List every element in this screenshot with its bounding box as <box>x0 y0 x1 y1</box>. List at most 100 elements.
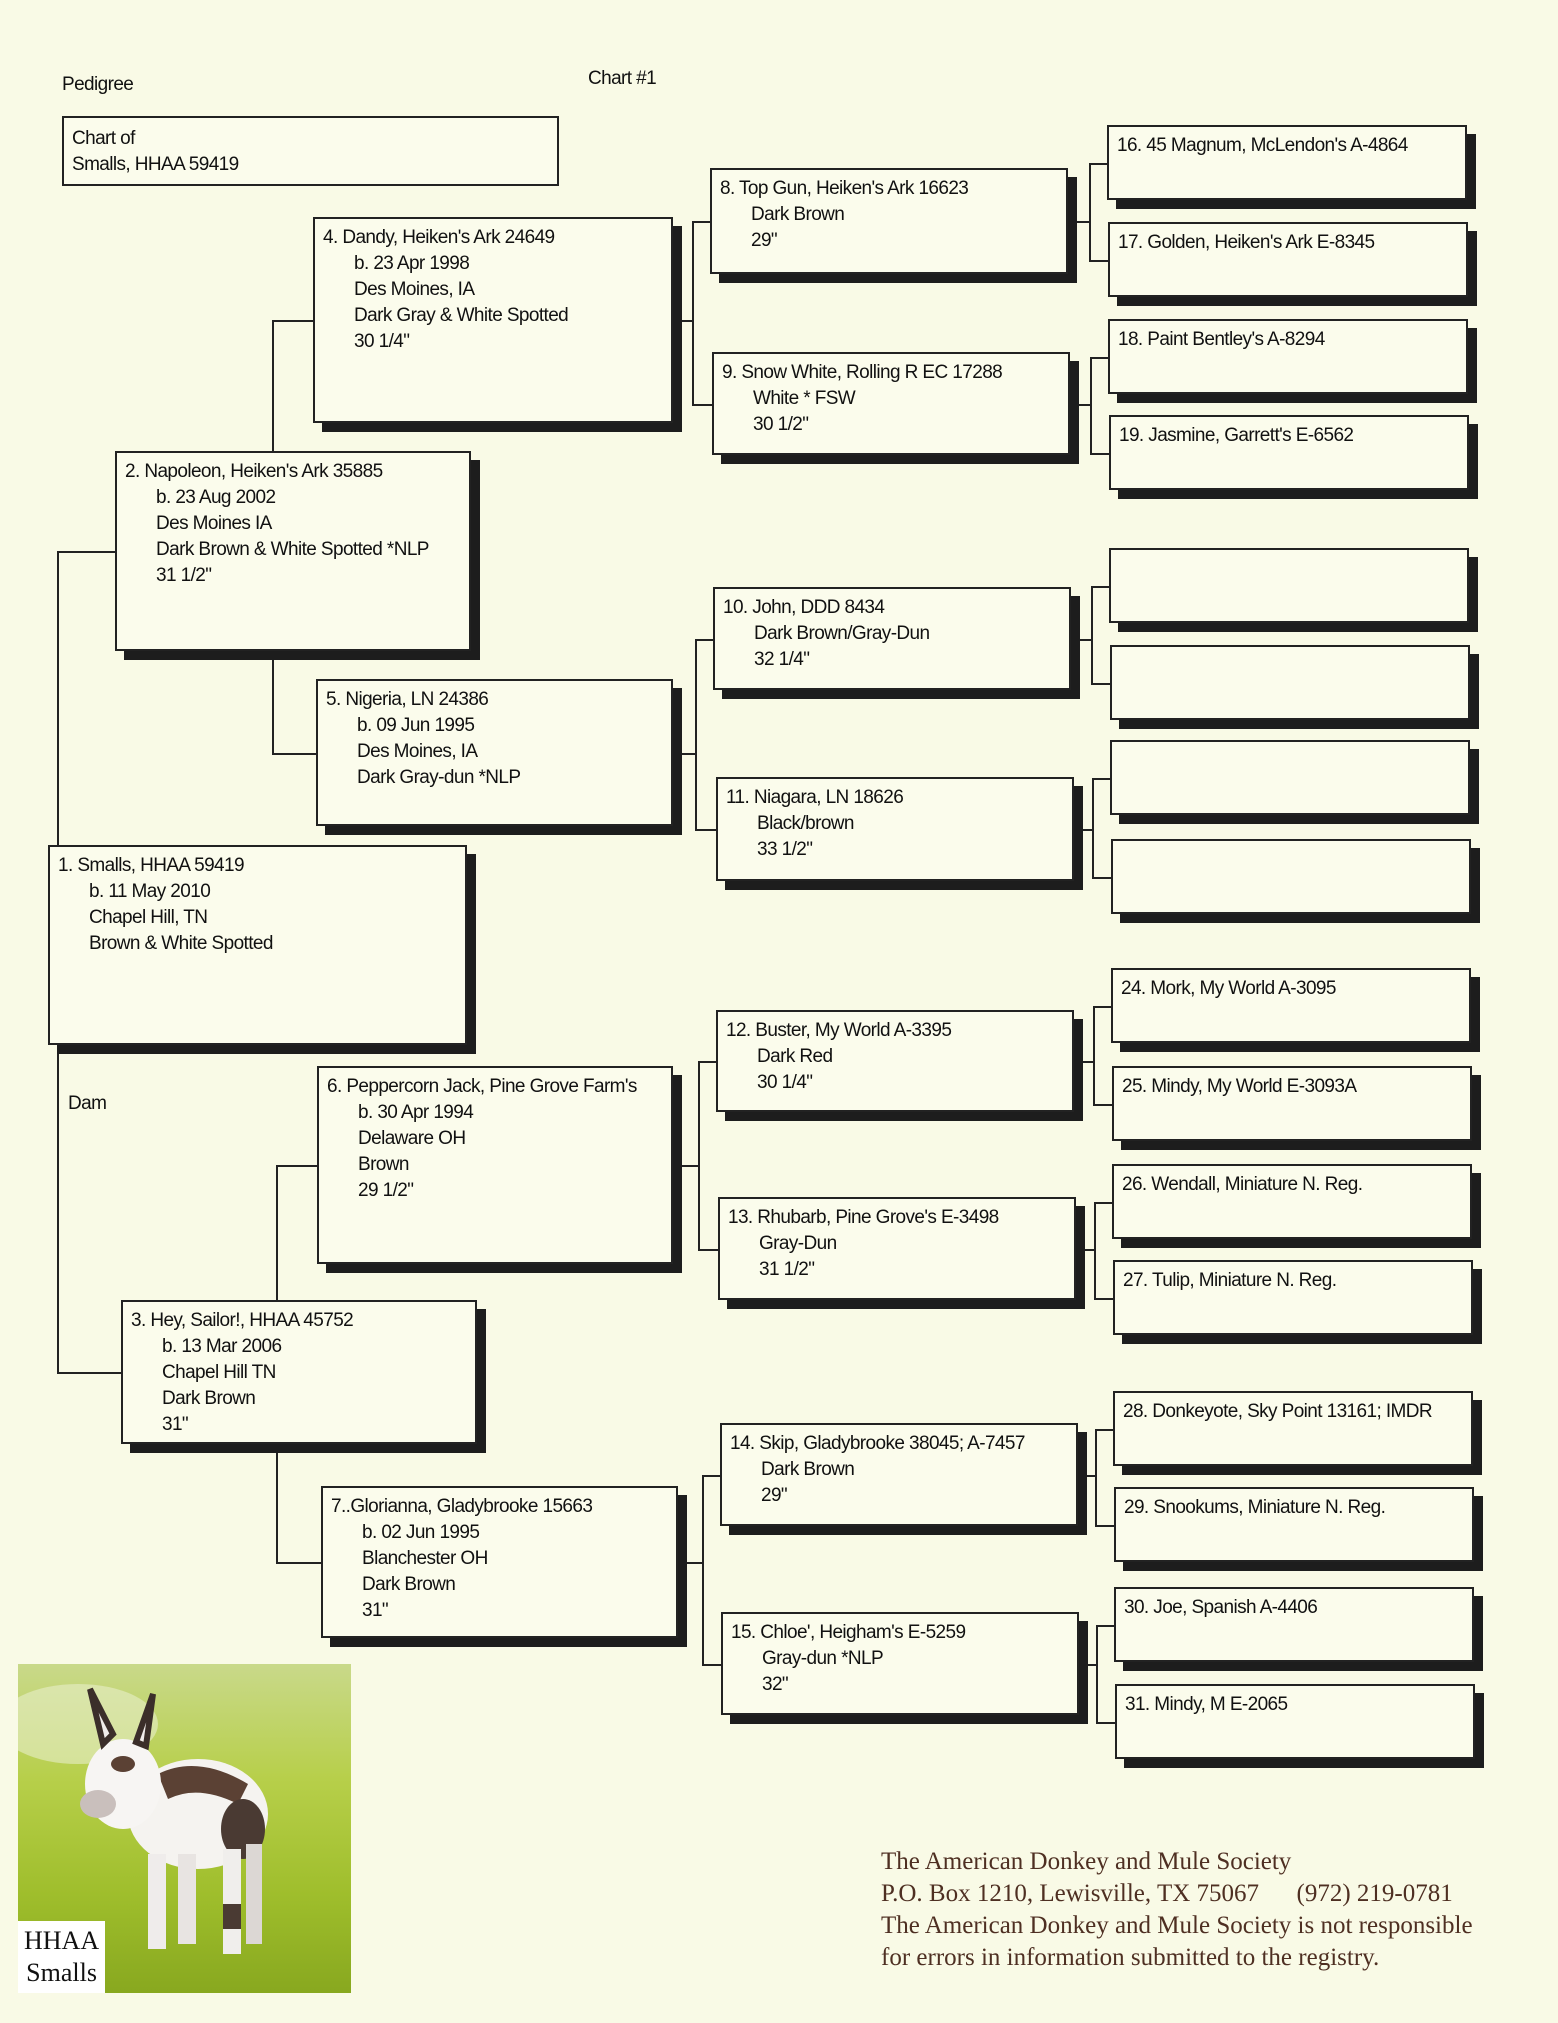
dam-label: Dam <box>68 1093 107 1114</box>
ancestor-name: 31. Mindy, M E-2065 <box>1125 1694 1288 1715</box>
society-footer: The American Donkey and Mule Society P.O… <box>881 1846 1473 1974</box>
ancestor-detail: Chapel Hill, TN <box>89 907 208 928</box>
ancestor-detail: 33 1/2" <box>757 839 813 860</box>
pedigree-label: Pedigree <box>62 74 134 95</box>
connector-line <box>1090 452 1109 455</box>
ancestor-box-23 <box>1111 839 1471 914</box>
ancestor-box-21 <box>1110 645 1470 720</box>
connector-line <box>1089 162 1091 260</box>
ancestor-detail: 29" <box>761 1485 788 1506</box>
footer-society-name: The American Donkey and Mule Society <box>881 1848 1292 1875</box>
connector-line <box>1076 1248 1094 1251</box>
ancestor-detail: 31" <box>162 1414 189 1435</box>
ancestor-name: 13. Rhubarb, Pine Grove's E-3498 <box>728 1207 999 1228</box>
ancestor-detail: Des Moines, IA <box>357 741 478 762</box>
connector-line <box>1091 585 1109 588</box>
ancestor-detail: Dark Brown <box>162 1388 256 1409</box>
ancestor-detail: Des Moines, IA <box>354 279 475 300</box>
connector-line <box>1091 585 1093 683</box>
connector-line <box>1070 403 1090 406</box>
connector-line <box>1093 1103 1112 1106</box>
ancestor-name: 15. Chloe', Heigham's E-5259 <box>731 1622 966 1643</box>
donkey-image <box>18 1684 268 1954</box>
connector-line <box>1096 1721 1115 1724</box>
ancestor-detail: 32 1/4" <box>754 649 810 670</box>
ancestor-detail: Gray-Dun <box>759 1233 837 1254</box>
ancestor-box-28: 28. Donkeyote, Sky Point 13161; IMDR <box>1113 1391 1473 1466</box>
footer-disclaimer-2: for errors in information submitted to t… <box>881 1944 1380 1971</box>
connector-line <box>1095 1428 1113 1431</box>
ancestor-box-25: 25. Mindy, My World E-3093A <box>1112 1066 1472 1141</box>
connector-line <box>678 1562 702 1564</box>
connector-line <box>1096 1624 1098 1722</box>
connector-line <box>1094 1201 1112 1204</box>
ancestor-detail: b. 23 Aug 2002 <box>156 487 276 508</box>
ancestor-detail: Dark Gray & White Spotted <box>354 305 569 326</box>
ancestor-name: 16. 45 Magnum, McLendon's A-4864 <box>1117 135 1408 156</box>
ancestor-box-31: 31. Mindy, M E-2065 <box>1115 1684 1475 1759</box>
connector-line <box>276 1165 317 1167</box>
ancestor-detail: Brown & White Spotted <box>89 933 273 954</box>
ancestor-detail: Dark Gray-dun *NLP <box>357 767 521 788</box>
connector-line <box>692 403 712 406</box>
ancestor-name: 17. Golden, Heiken's Ark E-8345 <box>1118 232 1375 253</box>
ancestor-detail: b. 09 Jun 1995 <box>357 715 475 736</box>
ancestor-name: 1. Smalls, HHAA 59419 <box>58 855 245 876</box>
connector-line <box>1071 638 1091 641</box>
connector-line <box>1093 1005 1111 1008</box>
ancestor-name: 30. Joe, Spanish A-4406 <box>1124 1597 1318 1618</box>
connector-line <box>1092 777 1110 780</box>
connector-line <box>1074 1061 1093 1063</box>
ancestor-box-26: 26. Wendall, Miniature N. Reg. <box>1112 1164 1472 1239</box>
ancestor-detail: Chapel Hill TN <box>162 1362 276 1383</box>
connector-line <box>1090 356 1108 359</box>
ancestor-box-20 <box>1109 548 1469 623</box>
ancestor-name: 8. Top Gun, Heiken's Ark 16623 <box>720 178 969 199</box>
ancestor-name: 27. Tulip, Miniature N. Reg. <box>1123 1270 1337 1291</box>
ancestor-name: 29. Snookums, Miniature N. Reg. <box>1124 1497 1386 1518</box>
connector-line <box>1089 162 1107 165</box>
ancestor-box-30: 30. Joe, Spanish A-4406 <box>1114 1587 1474 1662</box>
ancestor-box-24: 24. Mork, My World A-3095 <box>1111 968 1471 1043</box>
ancestor-detail: b. 13 Mar 2006 <box>162 1336 282 1357</box>
ancestor-box-19: 19. Jasmine, Garrett's E-6562 <box>1109 415 1469 490</box>
ancestor-detail: b. 02 Jun 1995 <box>362 1522 480 1543</box>
ancestor-name: 28. Donkeyote, Sky Point 13161; IMDR <box>1123 1401 1433 1422</box>
ancestor-name: 6. Peppercorn Jack, Pine Grove Farm's <box>327 1076 637 1097</box>
ancestor-name: 2. Napoleon, Heiken's Ark 35885 <box>125 461 383 482</box>
ancestor-detail: b. 11 May 2010 <box>89 881 211 902</box>
connector-line <box>673 1165 698 1167</box>
ancestor-detail: 32" <box>762 1674 789 1695</box>
connector-line <box>673 752 695 755</box>
photo-caption-line1: HHAA <box>24 1926 100 1955</box>
ancestor-name: 26. Wendall, Miniature N. Reg. <box>1122 1174 1363 1195</box>
connector-line <box>702 1663 721 1666</box>
ancestor-name: 19. Jasmine, Garrett's E-6562 <box>1119 425 1354 446</box>
connector-line <box>1095 1428 1097 1525</box>
ancestor-detail: Gray-dun *NLP <box>762 1648 884 1669</box>
connector-line <box>272 320 313 322</box>
chart-number: Chart #1 <box>588 68 657 89</box>
ancestor-name: 11. Niagara, LN 18626 <box>726 787 904 808</box>
connector-line <box>1094 1297 1113 1300</box>
connector-line <box>1092 876 1111 879</box>
ancestor-name: 4. Dandy, Heiken's Ark 24649 <box>323 227 555 248</box>
ancestor-detail: Dark Red <box>757 1046 833 1067</box>
ancestor-box-17: 17. Golden, Heiken's Ark E-8345 <box>1108 222 1468 297</box>
connector-line <box>698 1061 700 1249</box>
connector-line <box>698 1061 716 1063</box>
ancestor-detail: 29 1/2" <box>358 1180 414 1201</box>
connector-line <box>1092 777 1094 877</box>
ancestor-name: 18. Paint Bentley's A-8294 <box>1118 329 1325 350</box>
